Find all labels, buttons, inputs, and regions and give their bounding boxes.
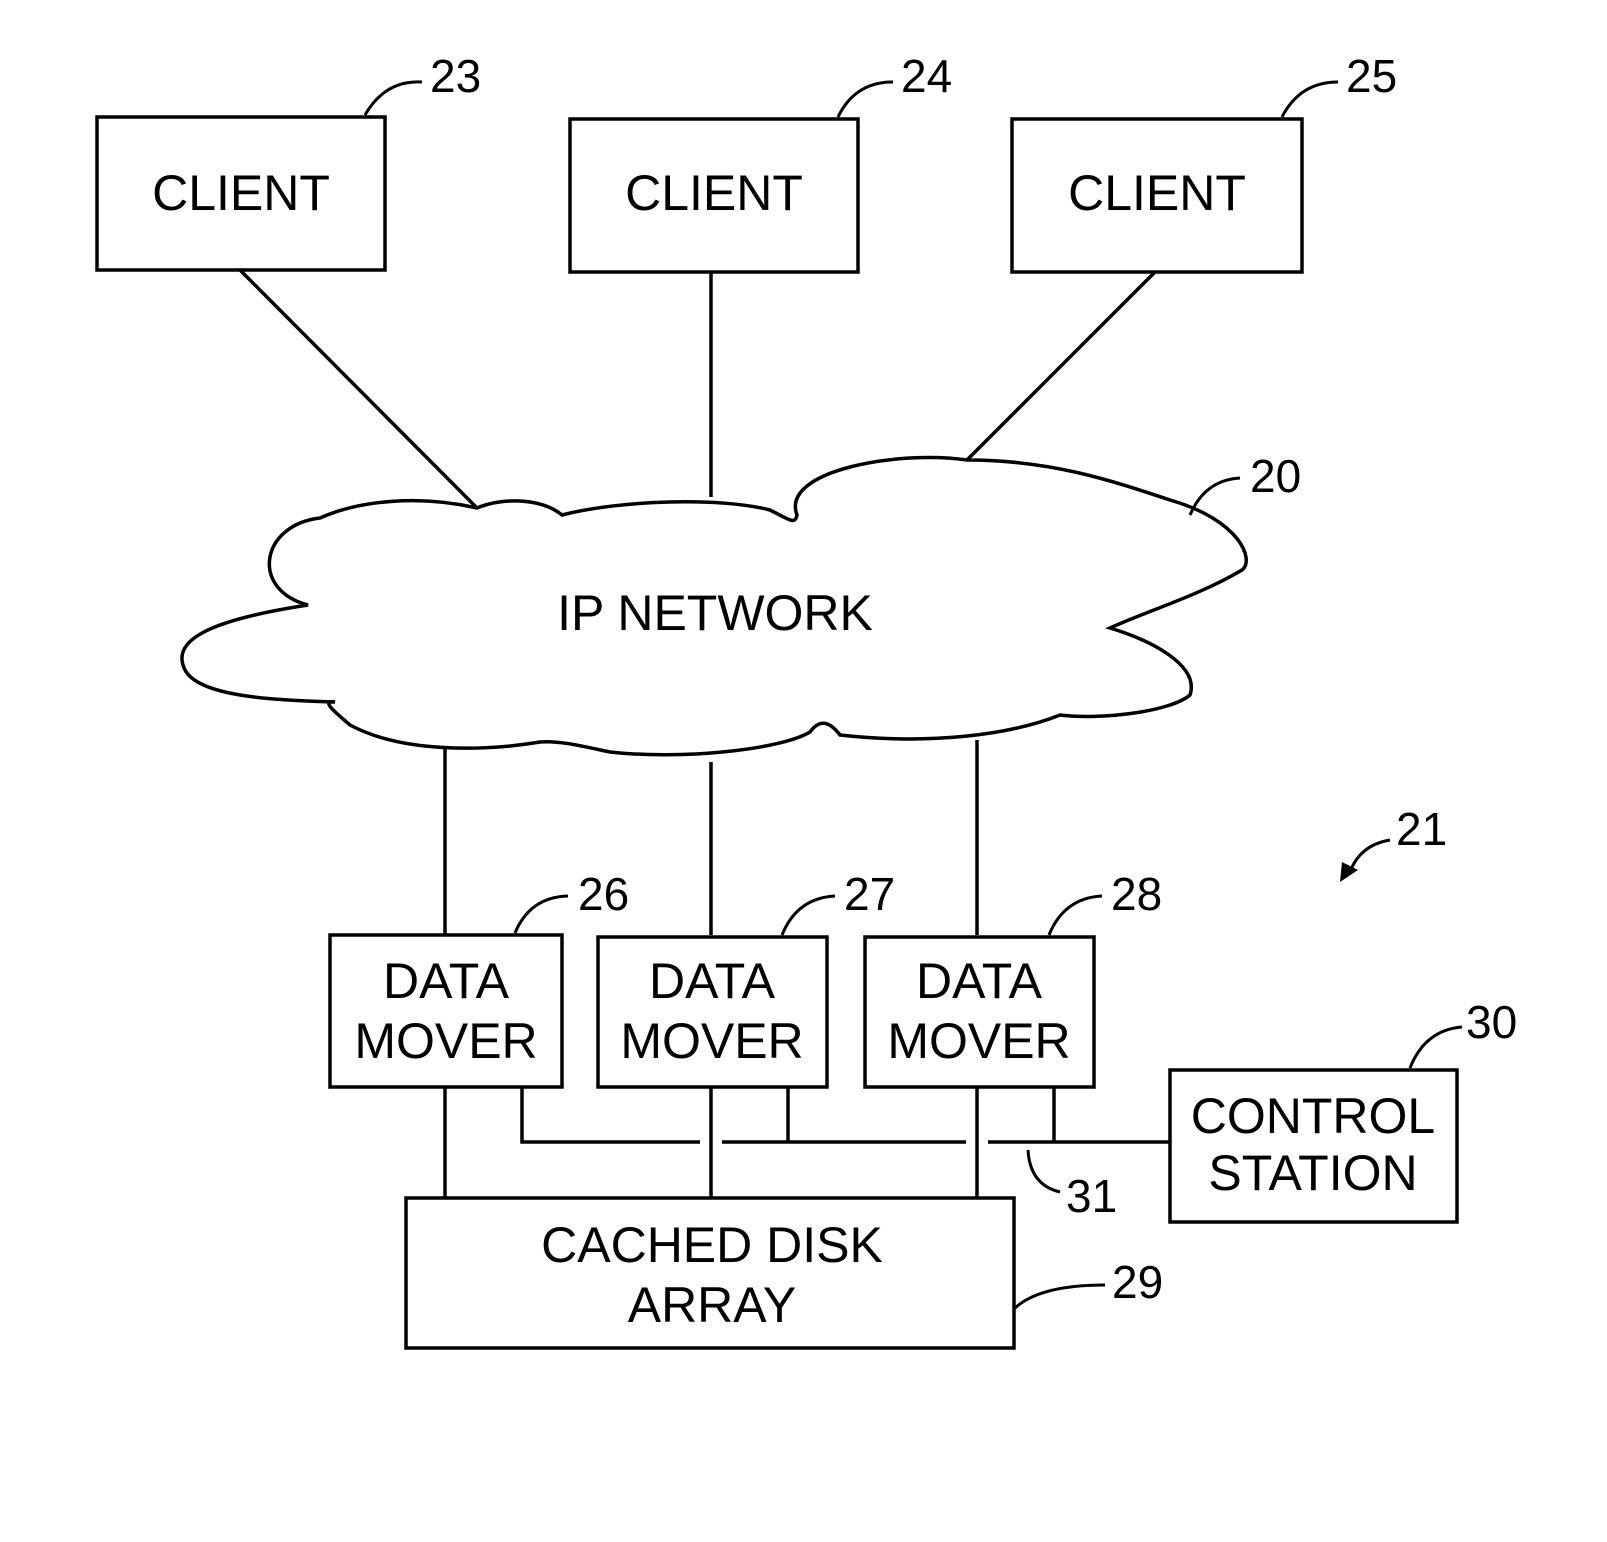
client-label: CLIENT — [1068, 165, 1246, 221]
ref-21-arrow — [1340, 840, 1390, 882]
ref-28: 28 — [1111, 868, 1162, 920]
data-mover-line1: DATA — [916, 953, 1043, 1009]
ref-29: 29 — [1112, 1256, 1163, 1308]
data-mover-line1: DATA — [649, 953, 776, 1009]
ref-23: 23 — [430, 50, 481, 102]
data-mover-line1: DATA — [383, 953, 510, 1009]
ref-25-leader — [1282, 82, 1338, 117]
control-station-line1: CONTROL — [1191, 1088, 1435, 1144]
client-label: CLIENT — [625, 165, 803, 221]
ref-20: 20 — [1250, 450, 1301, 502]
ref-21: 21 — [1396, 803, 1447, 855]
ref-27: 27 — [844, 868, 895, 920]
client-box-23: CLIENT — [97, 117, 385, 270]
data-mover-line2: MOVER — [620, 1013, 803, 1069]
ref-25: 25 — [1346, 50, 1397, 102]
ref-31: 31 — [1066, 1170, 1117, 1222]
control-station-box: CONTROL STATION — [1170, 1070, 1457, 1222]
disk-array-line2: ARRAY — [628, 1277, 797, 1333]
data-mover-box-27: DATA MOVER — [598, 937, 827, 1087]
cached-disk-array-box: CACHED DISK ARRAY — [406, 1198, 1014, 1348]
disk-array-line1: CACHED DISK — [541, 1217, 883, 1273]
ref-26: 26 — [578, 868, 629, 920]
ref-29-leader — [1015, 1285, 1105, 1308]
client-25-link — [967, 272, 1155, 460]
client-box-24: CLIENT — [570, 119, 858, 272]
ip-network-label: IP NETWORK — [557, 585, 873, 641]
data-mover-line2: MOVER — [354, 1013, 537, 1069]
ref-24: 24 — [901, 50, 952, 102]
client-box-25: CLIENT — [1012, 119, 1302, 272]
data-mover-box-28: DATA MOVER — [865, 937, 1094, 1087]
client-label: CLIENT — [152, 165, 330, 221]
ref-30: 30 — [1466, 996, 1517, 1048]
data-mover-line2: MOVER — [887, 1013, 1070, 1069]
ref-28-leader — [1049, 896, 1102, 935]
ref-30-leader — [1410, 1027, 1462, 1068]
ip-network-cloud: IP NETWORK — [182, 457, 1246, 754]
client-23-link — [240, 270, 477, 508]
ref-26-leader — [515, 896, 568, 933]
ref-24-leader — [838, 82, 893, 117]
control-station-line2: STATION — [1208, 1145, 1417, 1201]
ref-31-leader — [1028, 1150, 1060, 1192]
ref-23-leader — [365, 82, 422, 115]
data-mover-box-26: DATA MOVER — [330, 935, 562, 1087]
ref-27-leader — [782, 896, 835, 935]
control-bus — [522, 1087, 1170, 1142]
